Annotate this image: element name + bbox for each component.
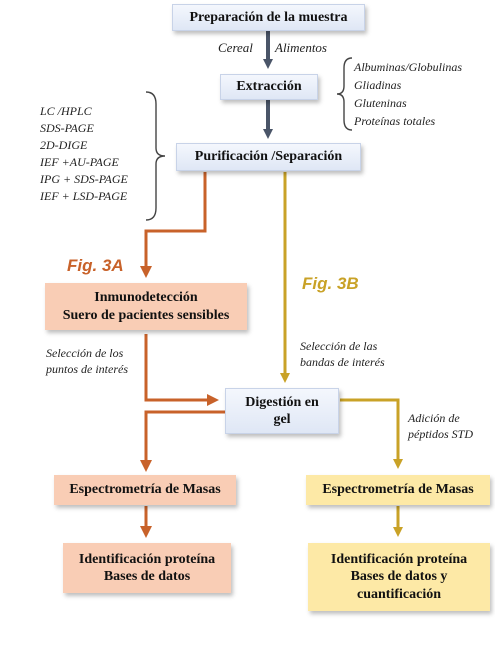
box-digestion-gel: Digestión en gel xyxy=(225,388,339,434)
label-seleccion-puntos: Selección de los puntos de interés xyxy=(46,346,128,376)
method-list: LC /HPLC SDS-PAGE 2D-DIGE IEF +AU-PAGE I… xyxy=(40,104,128,203)
label-fig-3b: Fig. 3B xyxy=(302,274,359,293)
label-adicion-peptidos: Adición de péptidos STD xyxy=(408,411,474,441)
box-espectrometria-masas-b: Espectrometría de Masas xyxy=(306,475,490,505)
box-preparacion-muestra: Preparación de la muestra xyxy=(172,4,365,31)
box-purificacion-separacion: Purificación /Separación xyxy=(176,143,361,171)
arrow-digestion-espectrometria-b xyxy=(340,398,403,469)
box-espectrometria-masas-a: Espectrometría de Masas xyxy=(54,475,236,505)
bracket-methods xyxy=(145,91,166,221)
box-inmunodeteccion: Inmunodetección Suero de pacientes sensi… xyxy=(45,283,247,330)
box-identificacion-proteina-b: Identificación proteína Bases de datos y… xyxy=(308,543,490,611)
arrow-purificacion-inmunodeteccion xyxy=(140,172,207,278)
bracket-fractions xyxy=(336,57,353,131)
box-extraccion: Extracción xyxy=(220,74,318,100)
label-fig-3a: Fig. 3A xyxy=(67,256,124,275)
arrow-digestion-espectrometria-a xyxy=(140,410,228,472)
arrow-inmunodeteccion-digestion xyxy=(144,334,219,406)
label-seleccion-bandas: Selección de las bandas de interés xyxy=(300,339,385,369)
box-identificacion-proteina-a: Identificación proteína Bases de datos xyxy=(63,543,231,593)
label-alimentos: Alimentos xyxy=(275,40,327,55)
fraction-list: Albuminas/Globulinas Gliadinas Glutenina… xyxy=(354,60,463,128)
label-cereal: Cereal xyxy=(218,40,253,55)
